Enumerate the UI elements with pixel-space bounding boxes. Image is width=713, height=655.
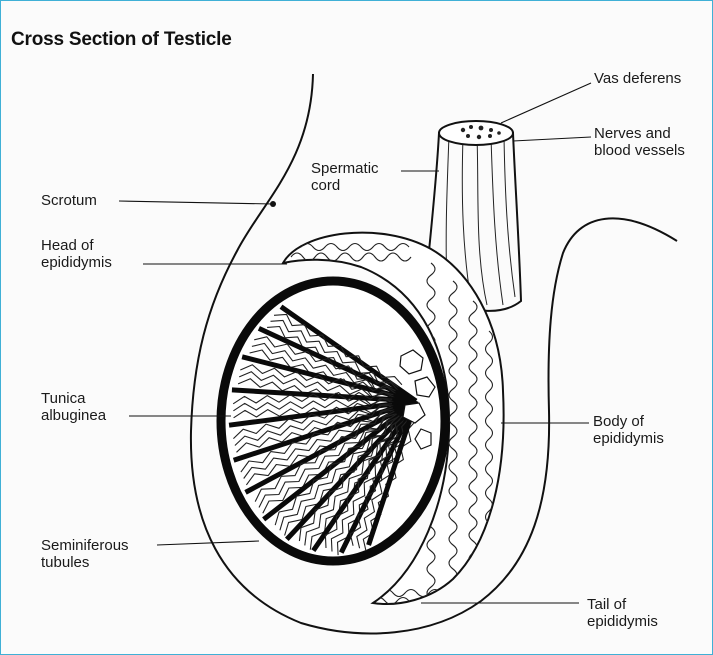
label-spermatic-cord: Spermatic cord	[311, 160, 379, 194]
label-nerves-blood-vessels: Nerves and blood vessels	[594, 125, 685, 159]
label-seminiferous-tubules: Seminiferous tubules	[41, 537, 129, 571]
label-tail-of-epididymis: Tail of epididymis	[587, 596, 658, 630]
label-tunica-albuginea: Tunica albuginea	[41, 390, 106, 424]
scrotum-pointer-dot	[270, 201, 276, 207]
cord-end-disc	[439, 121, 513, 145]
label-head-of-epididymis: Head of epididymis	[41, 237, 112, 271]
label-body-of-epididymis: Body of epididymis	[593, 413, 664, 447]
label-vas-deferens: Vas deferens	[594, 70, 681, 87]
label-scrotum: Scrotum	[41, 192, 97, 209]
